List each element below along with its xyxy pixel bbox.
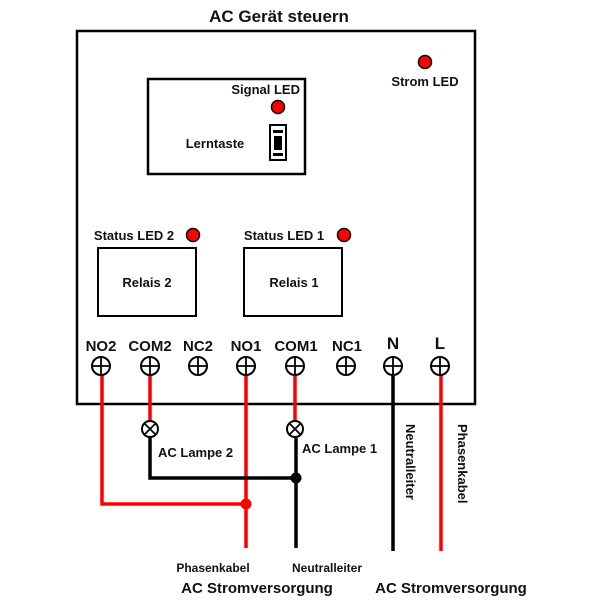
power-led-icon bbox=[417, 54, 433, 70]
terminal-label-com2: COM2 bbox=[128, 338, 171, 355]
relay-1-label: Relais 1 bbox=[269, 275, 318, 290]
phase-junction bbox=[240, 498, 252, 510]
terminal-label-n: N bbox=[387, 334, 399, 353]
phase-wire-label: Phasenkabel bbox=[455, 424, 470, 504]
learn-button-icon[interactable] bbox=[269, 124, 287, 161]
relay-2-box bbox=[97, 247, 197, 317]
status-led-2-icon bbox=[185, 227, 201, 243]
supply-caption-1: AC Stromversorgung bbox=[181, 580, 333, 597]
receiver-module-box bbox=[146, 77, 307, 176]
lamp-2-icon bbox=[141, 420, 159, 438]
status-led-1-icon bbox=[336, 227, 352, 243]
terminal-n-icon bbox=[383, 356, 403, 376]
controller-box bbox=[75, 29, 477, 406]
terminal-com1-icon bbox=[285, 356, 305, 376]
lamp-2-label: AC Lampe 2 bbox=[158, 445, 233, 460]
relay-1-box bbox=[243, 247, 343, 317]
terminal-label-nc1: NC1 bbox=[332, 338, 362, 355]
terminal-nc2-icon bbox=[188, 356, 208, 376]
terminal-label-nc2: NC2 bbox=[183, 338, 213, 355]
wires bbox=[100, 374, 443, 551]
terminal-label-no2: NO2 bbox=[86, 338, 117, 355]
learn-button-label: Lerntaste bbox=[186, 136, 245, 151]
lamp-1-label: AC Lampe 1 bbox=[302, 441, 377, 456]
wire-lamp2-neutral bbox=[148, 437, 296, 480]
status-led-2-label: Status LED 2 bbox=[94, 228, 174, 243]
terminal-labels: NO2 COM2 NC2 NO1 COM1 NC1 N L bbox=[86, 334, 446, 355]
terminal-label-com1: COM1 bbox=[274, 338, 317, 355]
relay-2-label: Relais 2 bbox=[122, 275, 171, 290]
diagram-title: AC Gerät steuern bbox=[209, 7, 349, 26]
neutral-wire-label: Neutralleiter bbox=[403, 424, 418, 500]
signal-led-icon bbox=[270, 99, 286, 115]
terminal-no1-icon bbox=[236, 356, 256, 376]
terminal-l-icon bbox=[430, 356, 450, 376]
terminal-label-no1: NO1 bbox=[231, 338, 262, 355]
terminal-nc1-icon bbox=[336, 356, 356, 376]
supply-neutral-label: Neutralleiter bbox=[292, 561, 362, 575]
supply-phase-label: Phasenkabel bbox=[176, 561, 249, 575]
terminal-block bbox=[91, 356, 450, 376]
terminal-label-l: L bbox=[435, 334, 445, 353]
status-led-1-label: Status LED 1 bbox=[244, 228, 324, 243]
supply-caption-2: AC Stromversorgung bbox=[375, 580, 527, 597]
lamp-1-icon bbox=[286, 420, 304, 438]
power-led-label: Strom LED bbox=[391, 74, 458, 89]
wire-no2-phase bbox=[100, 374, 246, 506]
signal-led-label: Signal LED bbox=[231, 82, 300, 97]
terminal-com2-icon bbox=[140, 356, 160, 376]
terminal-no2-icon bbox=[91, 356, 111, 376]
neutral-junction bbox=[290, 472, 302, 484]
